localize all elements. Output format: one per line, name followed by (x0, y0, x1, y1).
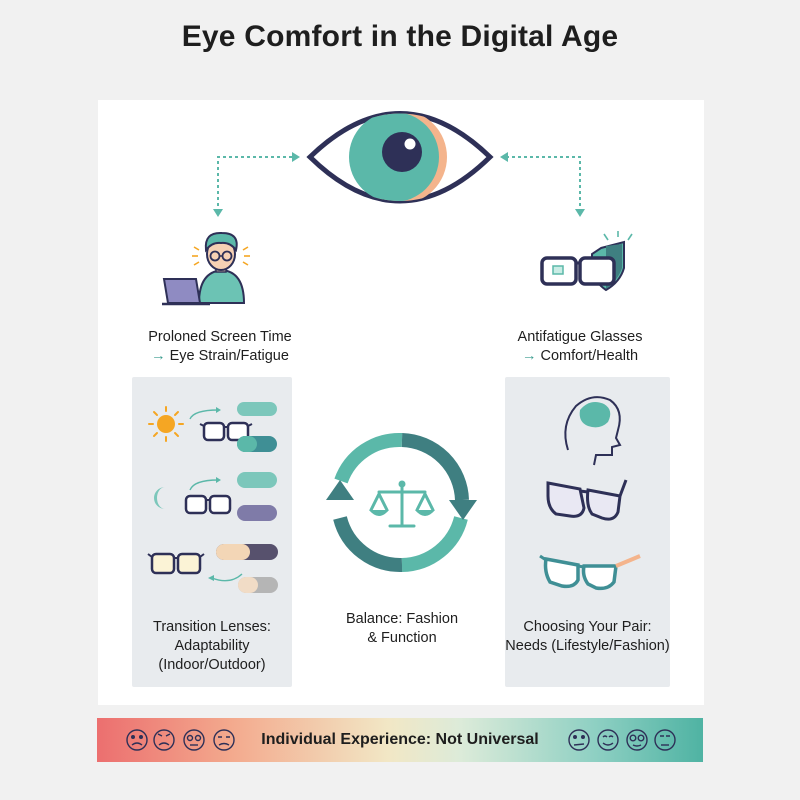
antifatigue-subtitle: Comfort/Health (540, 348, 639, 364)
page-title: Eye Comfort in the Digital Age (181, 20, 619, 53)
glasses-icon-tinted (147, 552, 205, 575)
glasses-icon-moon (184, 494, 232, 515)
transition-lenses-line2: Adaptability (174, 638, 250, 654)
glasses-icon-teal (539, 554, 641, 591)
screen-time-subtitle: Eye Strain/Fatigue (169, 348, 289, 364)
glasses-icon-lavender (546, 479, 628, 521)
scales-icon (369, 482, 435, 528)
choosing-pair-card (505, 377, 670, 687)
glasses-face-icon (626, 729, 648, 751)
balance-line1: Balance: Fashion (345, 611, 459, 627)
angry-face-icon (153, 729, 175, 751)
sad-face-icon (126, 729, 148, 751)
choosing-pair-label: Choosing Your Pair: Needs (Lifestyle/Fas… (495, 618, 680, 656)
antifatigue-label: Antifatigue Glasses → Comfort/Health (480, 328, 680, 366)
transition-lenses-line3: (Indoor/Outdoor) (158, 657, 266, 673)
confused-face-icon (568, 729, 590, 751)
choosing-pair-title: Choosing Your Pair: (523, 619, 652, 635)
neutral-face-icon (654, 729, 676, 751)
head-brain-icon (564, 396, 622, 466)
experience-banner: Individual Experience: Not Universal (97, 718, 703, 762)
antifatigue-title: Antifatigue Glasses (517, 329, 643, 345)
screen-time-title: Proloned Screen Time (148, 329, 292, 345)
transition-lenses-label: Transition Lenses: Adaptability (Indoor/… (132, 618, 292, 675)
annoyed-face-icon (213, 729, 235, 751)
balance-line2: & Function (367, 630, 437, 646)
tired-face-icon (183, 729, 205, 751)
antifatigue-arrow: → (521, 348, 537, 364)
glasses-icon-sun (199, 421, 253, 442)
transition-lenses-title: Transition Lenses: (153, 619, 271, 635)
experience-banner-text: Individual Experience: Not Universal (261, 731, 539, 748)
choosing-pair-line2: Needs (Lifestyle/Fashion) (505, 638, 670, 654)
screen-time-label: Proloned Screen Time → Eye Strain/Fatigu… (120, 328, 320, 366)
sun-icon (148, 406, 184, 442)
moon-icon (154, 487, 165, 509)
balance-label: Balance: Fashion & Function (320, 610, 484, 648)
screen-time-arrow: → (151, 348, 166, 364)
content-face-icon (597, 729, 619, 751)
